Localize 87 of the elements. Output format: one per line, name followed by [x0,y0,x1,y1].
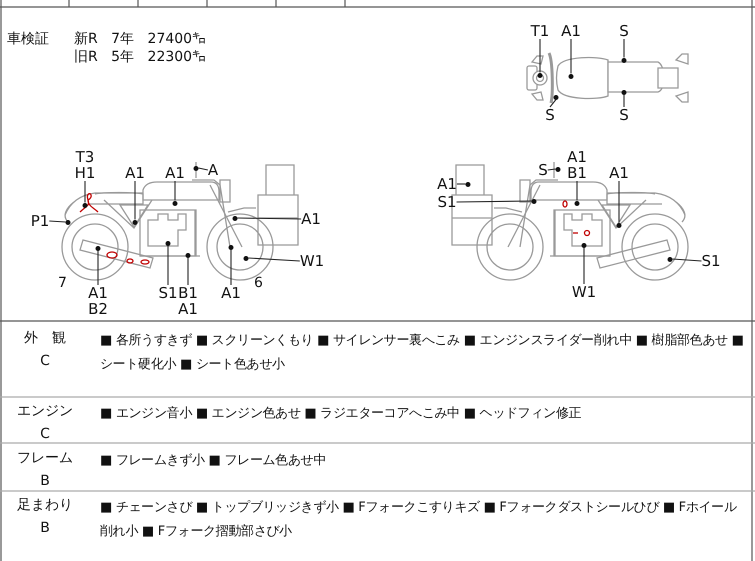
leader-dot [574,200,580,206]
leader-dot [668,256,672,262]
grade-label: C [39,425,51,443]
leader-dot [622,90,626,94]
leader-line [548,168,556,171]
leader-dot [166,240,170,246]
leader-dot [96,246,100,250]
leader-line [167,246,169,285]
damage-code: W1 [300,253,324,269]
view-number: 6 [254,274,263,292]
damage-code: B2 [88,301,108,317]
leader-line [550,99,556,108]
condition-notes: ■ チェーンさび ■ トップブリッジきず小 ■ Fフォークこすりキズ ■ Fフォークダストシールひび ■ Fホイール削れ小 ■ Fフォーク摺動部さび小 [100,499,738,541]
leader-dot [554,94,558,100]
condition-notes: ■ フレームきず小 ■ フレーム色あせ中 [100,452,327,470]
leader-dot [228,244,234,250]
damage-code: A1 [178,301,198,317]
leader-dot [532,198,536,204]
damage-code: B1 [178,285,198,301]
leader-dot [466,182,470,186]
leader-line [84,181,86,202]
damage-code: S [545,107,555,123]
leader-dot [582,242,586,248]
damage-code: S [619,107,629,123]
damage-code: S [538,162,548,178]
leader-line [576,181,578,200]
odometer-record: 新R 7年 27400㌔ [74,30,206,48]
leader-line [570,39,572,74]
leader-dot [172,200,178,206]
damage-code: A1 [561,23,581,39]
condition-notes: ■ エンジン音小 ■ エンジン色あせ ■ ラジエターコアへこみ中 ■ ヘッドフィン修正 [100,405,582,423]
damage-code: W1 [572,284,596,300]
leader-line [238,217,302,220]
damage-code: T1 [530,23,550,39]
damage-code: S [619,23,629,39]
leader-dot [616,222,622,228]
damage-code: A1 [437,176,457,192]
damage-code: A1 [221,285,241,301]
damage-code: S1 [701,253,721,269]
leader-line [248,257,300,262]
damage-code: T3 [74,149,96,165]
damage-code: A [208,162,218,178]
leader-line [672,258,702,262]
category-label: フレーム [16,449,74,467]
damage-code: B1 [567,165,587,181]
leader-line [583,248,585,284]
damage-code: A1 [165,165,185,181]
odometer-record: 旧R 5年 22300㌔ [74,48,206,66]
category-label: 足まわり [16,496,74,514]
condition-notes: ■ 各所うすきず ■ スクリーンくもり ■ サイレンサー裏へこみ ■ エンジンスライダー削れ中 ■ 樹脂部色あせ ■ シート硬化小 ■ シート色あせ小 [100,332,745,374]
inspection-label: 車検証 [7,30,49,48]
damage-code: A1 [88,285,108,301]
leader-dot [232,216,238,220]
damage-code: S1 [437,194,457,210]
category-label: エンジン [16,402,74,420]
leader-line [623,39,625,58]
leader-dot [82,202,88,208]
leader-line [539,39,541,72]
damage-code: A1 [609,165,629,181]
grade-label: B [39,519,51,537]
leader-dot [568,74,574,78]
damage-code: P1 [30,213,50,229]
grade-label: C [39,352,51,370]
leader-dot [132,220,138,224]
leader-dot [244,256,248,260]
damage-code: A1 [125,165,145,181]
leader-line [174,181,176,200]
leader-dot [556,166,560,172]
leader-dot [622,58,626,62]
leader-line [49,220,66,223]
view-number: 7 [58,274,67,292]
damage-code: A1 [301,211,321,227]
leader-line [618,181,620,222]
leader-line [198,167,208,171]
leader-line [456,200,532,203]
leader-dot [538,72,542,78]
damage-code: A1 [567,149,587,165]
leader-dot [66,220,70,224]
leader-line [230,250,232,285]
damage-code: H1 [74,165,96,181]
category-label: 外 観 [23,329,67,347]
leader-dot [186,252,190,258]
leader-line [187,258,189,285]
damage-code: S1 [158,285,178,301]
leader-line [623,94,625,107]
grade-label: B [39,472,51,490]
leader-dot [194,166,198,170]
